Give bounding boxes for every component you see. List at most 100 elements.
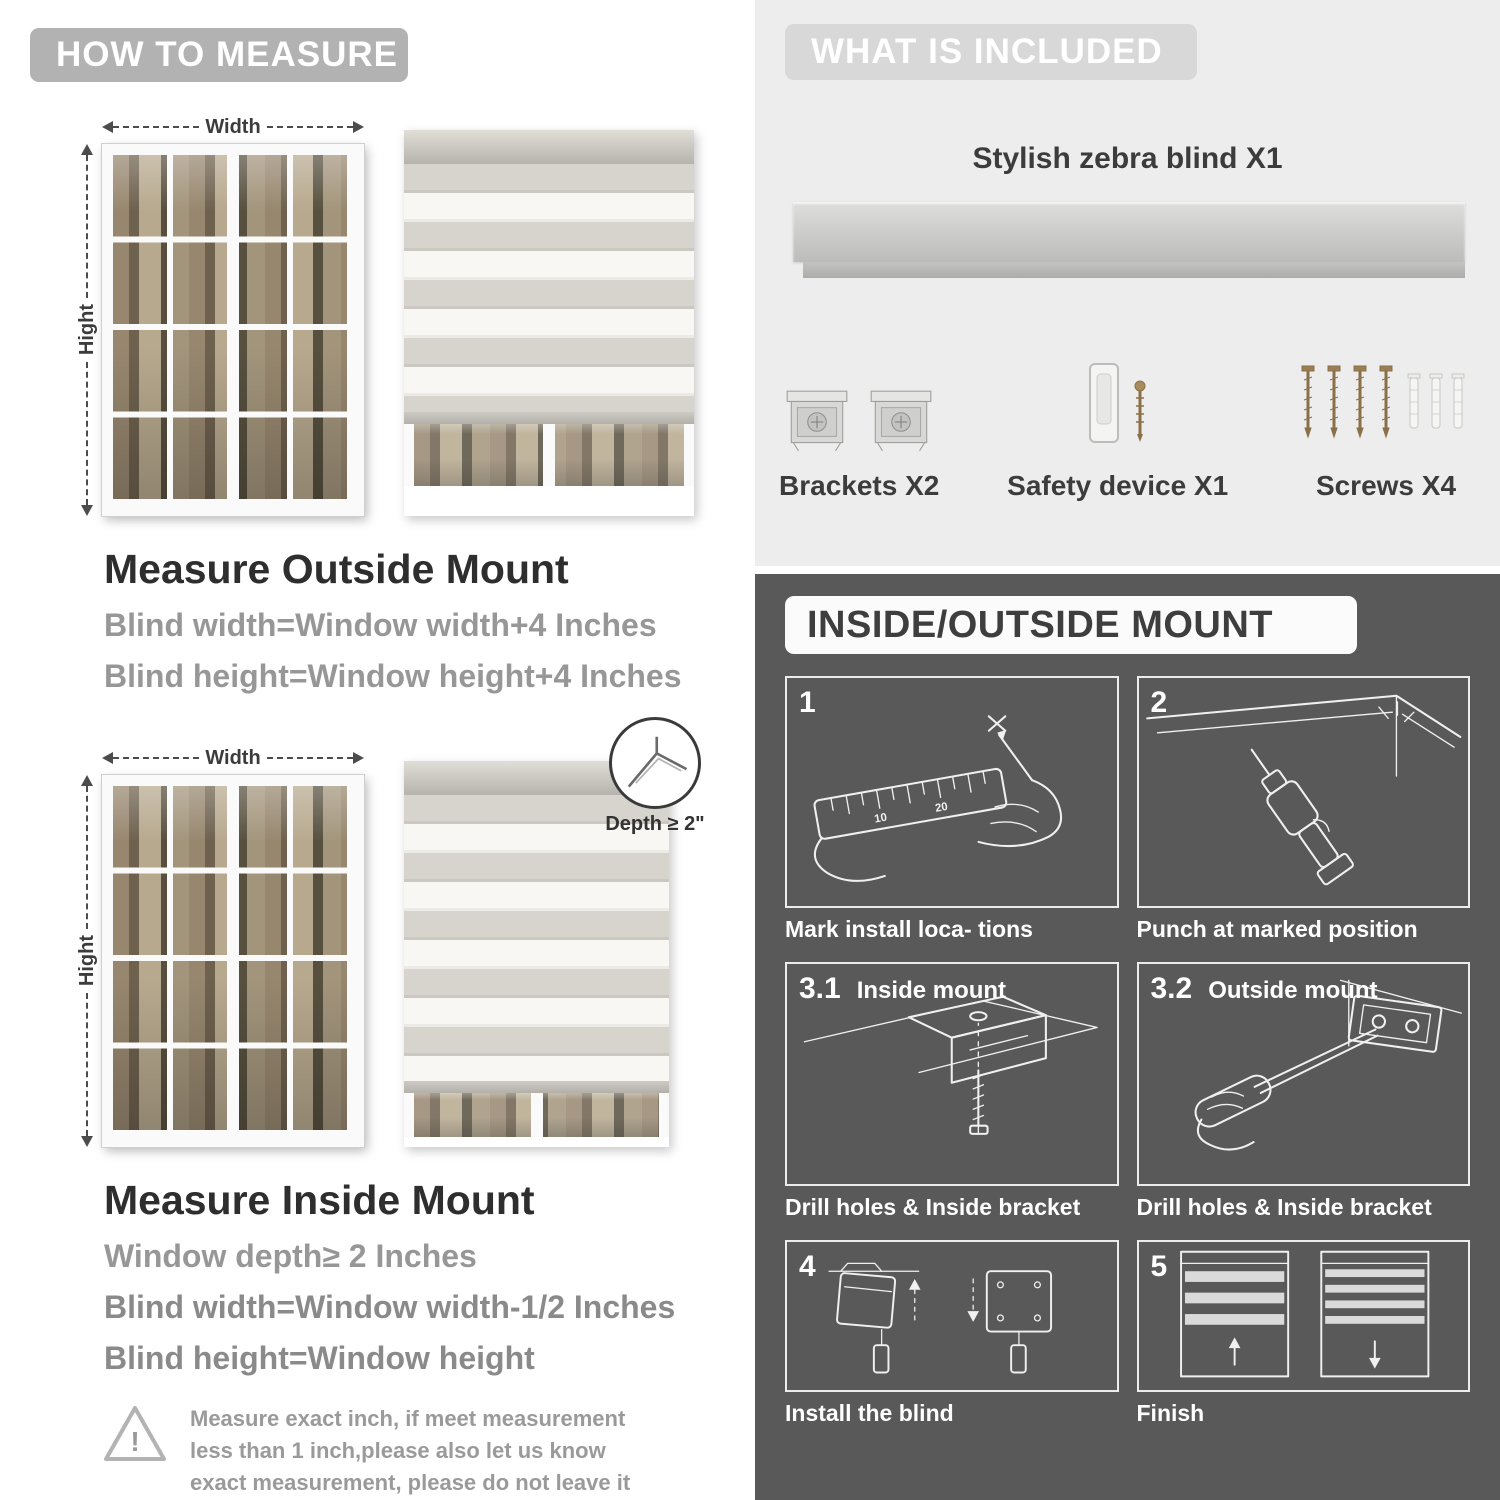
step-5: 5 (1136, 1240, 1470, 1432)
inside-formula-height: Blind height=Window height (104, 1340, 535, 1376)
safety-device-icon (1068, 336, 1168, 454)
step-3-2-caption: Drill holes & Inside bracket (1136, 1194, 1432, 1220)
step-3-1-panel: 3.1 Inside mount (785, 962, 1119, 1186)
height-arrow: Hight (72, 775, 102, 1147)
inside-bracket-illustration (803, 995, 1098, 1135)
blind-stripes (404, 164, 694, 412)
dashed-line (86, 361, 88, 505)
drill-illustration (1145, 694, 1461, 886)
inside-mount-figure: Width Hight (72, 717, 750, 1147)
width-label: Width (205, 746, 261, 769)
zebra-blind-label: Stylish zebra blind X1 (972, 142, 1283, 175)
dashed-line (86, 992, 88, 1136)
warning-text: Measure exact inch, if meet measurement … (190, 1406, 631, 1495)
step-inline-label: Inside mount (856, 977, 1007, 1004)
step-3-1-caption: Drill holes & Inside bracket (785, 1194, 1081, 1220)
mark-locations-illustration: 10 20 (813, 715, 1063, 882)
window-with-dimensions: Width Hight (72, 116, 368, 516)
step-1-caption: Mark install loca- tions (785, 916, 1033, 942)
brackets-label: Brackets X2 (779, 470, 940, 501)
zebra-blind-illustration (404, 130, 694, 516)
outside-bracket-illustration (1194, 979, 1462, 1151)
outside-formula-width: Blind width=Window width+4 Inches (104, 607, 657, 643)
dashed-line (266, 757, 354, 759)
dashed-line (86, 155, 88, 299)
dashed-line (266, 126, 354, 128)
mount-header: INSIDE/OUTSIDE MOUNT (785, 596, 1357, 654)
step-number: 3.2 (1150, 972, 1193, 1005)
how-to-measure-header: HOW TO MEASURE (30, 28, 408, 82)
blind-bottom-rail (404, 1081, 669, 1093)
window-below-blind (404, 424, 694, 486)
svg-text:20: 20 (934, 801, 948, 815)
blind-bottom-rail (404, 412, 694, 424)
dashed-line (113, 126, 200, 128)
step-inline-label: Outside mount (1208, 977, 1378, 1004)
included-item-screws: Screws X4 (1296, 336, 1476, 502)
headrail-lip (803, 262, 1465, 278)
how-to-measure-section: HOW TO MEASURE Width Hight (30, 28, 750, 1499)
screws-label: Screws X4 (1315, 470, 1457, 501)
height-arrow: Hight (72, 144, 102, 516)
step-5-panel: 5 (1136, 1240, 1470, 1392)
mount-instructions-section: INSIDE/OUTSIDE MOUNT 1 10 (755, 574, 1500, 1500)
step-number: 2 (1150, 686, 1168, 719)
step-2-panel: 2 (1136, 676, 1470, 908)
svg-text:!: ! (130, 1426, 139, 1457)
window-center-frame (227, 786, 239, 1136)
window-center-frame (227, 155, 239, 505)
step-1-panel: 1 10 20 (785, 676, 1119, 908)
step-2-caption: Punch at marked position (1136, 916, 1418, 942)
window-illustration (102, 144, 364, 516)
inside-formula-depth: Window depth≥ 2 Inches (104, 1238, 477, 1274)
step-5-caption: Finish (1136, 1400, 1205, 1426)
mount-steps-grid: 1 10 20 (785, 676, 1470, 1446)
install-blind-illustration (828, 1262, 1053, 1374)
step-1: 1 10 20 (785, 676, 1119, 948)
step-number: 1 (799, 686, 816, 719)
step-4-caption: Install the blind (785, 1400, 954, 1426)
window-center-frame (530, 1093, 543, 1137)
blind-stripes (404, 795, 669, 1081)
svg-text:10: 10 (873, 812, 887, 826)
arrow-head-right-icon (353, 752, 365, 764)
dashed-line (86, 786, 88, 930)
height-label: Hight (75, 304, 98, 356)
dashed-line (113, 757, 200, 759)
screws-icon (1296, 336, 1476, 454)
included-item-brackets: Brackets X2 (779, 336, 939, 502)
arrow-head-left-icon (102, 121, 113, 133)
included-item-safety-device: Safety device X1 (1007, 336, 1228, 502)
arrow-head-up-icon (81, 144, 93, 155)
step-3-1: 3.1 Inside mount (785, 962, 1119, 1226)
included-items-row: Brackets X2 Safety device X1 (779, 336, 1476, 502)
finished-blinds-illustration (1179, 1250, 1429, 1378)
headrail-illustration (793, 202, 1465, 262)
arrow-head-down-icon (81, 505, 93, 516)
step-3-2-panel: 3.2 Outside mount (1136, 962, 1470, 1186)
step-3-2: 3.2 Outside mount (1136, 962, 1470, 1226)
window-below-blind (404, 1093, 669, 1137)
step-number: 4 (799, 1250, 816, 1283)
step-2: 2 (1136, 676, 1470, 948)
arrow-head-left-icon (102, 752, 113, 764)
height-label: Hight (75, 935, 98, 987)
arrow-head-up-icon (81, 775, 93, 786)
window-center-frame (543, 424, 555, 486)
step-number: 5 (1150, 1250, 1168, 1283)
inside-mount-title: Measure Inside Mount (104, 1177, 535, 1223)
arrow-head-right-icon (353, 121, 365, 133)
what-is-included-header: WHAT IS INCLUDED (785, 24, 1197, 80)
window-illustration (102, 775, 364, 1147)
step-number: 3.1 (799, 972, 841, 1005)
step-4: 4 (785, 1240, 1119, 1432)
outside-mount-figure: Width Hight (72, 116, 750, 516)
brackets-icon (781, 336, 937, 454)
depth-circle-icon (609, 717, 701, 809)
warning-triangle-icon: ! (104, 1406, 166, 1461)
inside-formula-width: Blind width=Window width-1/2 Inches (104, 1289, 676, 1325)
measurement-warning: ! Measure exact inch, if meet measuremen… (102, 1403, 672, 1499)
what-is-included-section: WHAT IS INCLUDED Stylish zebra blind X1 (755, 0, 1500, 566)
width-label: Width (205, 115, 261, 138)
